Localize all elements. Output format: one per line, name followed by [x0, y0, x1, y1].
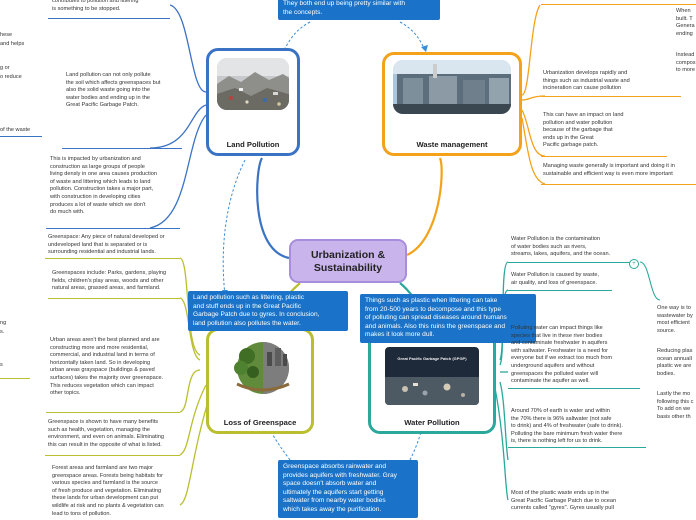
- waste-note-underline: [541, 4, 696, 5]
- waste-clipped: Instead compos to more: [676, 52, 696, 74]
- waste-note: Urbanization develops rapidly and things…: [543, 70, 630, 92]
- water-note: Most of the plastic waste ends up in the…: [511, 490, 617, 512]
- greenspace-note: Urban areas aren't the best planned and …: [50, 337, 164, 397]
- waste-note: Managing waste generally is important an…: [543, 163, 675, 177]
- greenspace-note-underline: [46, 412, 180, 413]
- clipped-text: ng: [0, 320, 7, 326]
- central-topic[interactable]: Urbanization & Sustainability: [289, 239, 407, 283]
- water-note-underline: [508, 388, 640, 389]
- clipped-text: s: [0, 362, 3, 368]
- clipped-text: s.: [0, 329, 5, 335]
- water-clipped: Reducing plas ocean annuall plastic we a…: [657, 348, 693, 377]
- waste-clipped: When built. T Genera ending: [676, 8, 695, 37]
- topic-land-pollution[interactable]: Land Pollution: [206, 48, 300, 156]
- earth-split-image: [217, 338, 303, 396]
- topic-label: Loss of Greenspace: [223, 418, 297, 427]
- water-note-underline: [508, 447, 646, 448]
- greenspace-note: Greenspaces include: Parks, gardens, pla…: [52, 270, 167, 292]
- water-clipped: Lastly the mo following this c To add on…: [657, 391, 694, 420]
- waste-note-underline: [541, 156, 667, 157]
- garbage-patch-image: Great Pacific Garbage Patch (GPGP): [385, 347, 479, 405]
- waste-note-underline: [541, 184, 696, 185]
- water-note: Around 70% of earth is water and within …: [511, 408, 623, 445]
- greenspace-note-underline: [45, 258, 180, 259]
- clipped-text: o reduce: [0, 74, 22, 80]
- land-note: contributes to pollution and littering i…: [52, 0, 139, 12]
- clipped-text: hese: [0, 32, 13, 38]
- land-note-underline: [46, 228, 180, 229]
- waste-note-underline: [541, 96, 681, 97]
- left-underline: [0, 136, 42, 137]
- topic-waste-management[interactable]: Waste management: [382, 52, 522, 156]
- land-note: Land pollution can not only pollute the …: [66, 72, 161, 109]
- factory-waste-image: [393, 60, 511, 114]
- expand-badge[interactable]: +: [629, 259, 639, 269]
- land-note-underline: [62, 148, 182, 149]
- image-caption: Great Pacific Garbage Patch (GPGP): [397, 356, 467, 361]
- topic-label: Land Pollution: [226, 140, 280, 149]
- water-note: Water Pollution is the contamination of …: [511, 236, 611, 258]
- greenspace-note: Forest areas and farmland are two major …: [52, 465, 164, 517]
- water-note-underline: [508, 290, 612, 291]
- clipped-text: g or: [0, 65, 10, 71]
- waste-note: This can have an impact on land pollutio…: [543, 112, 624, 149]
- water-note: Water Pollution is caused by waste, air …: [511, 272, 600, 286]
- land-note: This is impacted by urbanization and con…: [50, 156, 157, 216]
- clipped-text: of the waste: [0, 127, 31, 133]
- water-note: Polluting water can impact things like s…: [511, 325, 613, 385]
- callout-land-to-water[interactable]: Land pollution such as littering, plasti…: [188, 291, 348, 332]
- greenspace-note: Greenspace: Any piece of natural develop…: [48, 234, 165, 256]
- landfill-image: [217, 58, 289, 110]
- topic-label: Waste management: [416, 140, 488, 149]
- callout-greenspace-aquifers[interactable]: Greenspace absorbs rainwater and provide…: [278, 460, 418, 518]
- left-underline: [0, 378, 30, 379]
- water-clipped: One way is to wastewater by most efficie…: [657, 305, 693, 334]
- callout-similar-concepts[interactable]: They both end up being pretty similar wi…: [278, 0, 440, 21]
- callout-plastic-decompose[interactable]: Things such as plastic when littering ca…: [360, 294, 536, 343]
- water-note-underline: [508, 262, 636, 263]
- greenspace-note: Greenspace is shown to have many benefit…: [48, 419, 164, 448]
- greenspace-note-underline: [45, 455, 180, 456]
- topic-label: Water Pollution: [404, 418, 460, 427]
- topic-water-pollution[interactable]: Great Pacific Garbage Patch (GPGP) Water…: [368, 330, 496, 434]
- clipped-text: and helps: [0, 41, 25, 47]
- topic-loss-of-greenspace[interactable]: Loss of Greenspace: [206, 328, 314, 434]
- land-note-underline: [48, 18, 170, 19]
- greenspace-note-underline: [48, 298, 180, 299]
